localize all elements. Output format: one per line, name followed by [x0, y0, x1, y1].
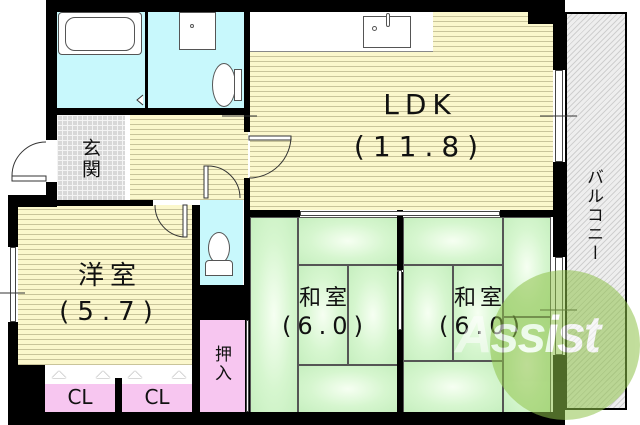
wall: [8, 322, 18, 425]
western-room-name: 洋室: [77, 261, 142, 291]
wall: [145, 12, 148, 110]
ldk-name: LDK: [383, 88, 457, 121]
wall: [115, 378, 122, 412]
wall: [397, 210, 403, 270]
wall: [192, 205, 200, 412]
wall: [528, 12, 553, 24]
japanese-room-2-size: (6.0): [439, 312, 526, 340]
wall: [250, 210, 300, 217]
sink-icon: [363, 13, 411, 48]
wall: [8, 195, 57, 207]
closet-2: [122, 380, 192, 412]
wall: [57, 108, 247, 115]
japanese-room-1-name: 和室: [298, 286, 351, 311]
window: [10, 247, 16, 322]
ldk-size: (11.8): [353, 130, 487, 163]
wall: [57, 200, 153, 206]
sliding-door: [300, 211, 500, 216]
wall: [244, 178, 250, 320]
wall: [46, 182, 57, 207]
sliding-door: [398, 270, 402, 330]
wall: [244, 12, 250, 132]
closet-2-label: CL: [144, 385, 170, 409]
toilet-icon: [212, 63, 242, 108]
japanese-room-1-size: (6.0): [282, 312, 369, 340]
oshiire-closet: [200, 320, 245, 415]
closet-door-icon: [52, 371, 66, 378]
closet-door-icon: [96, 371, 110, 378]
wall: [500, 210, 553, 217]
japanese-room-2-name: 和室: [453, 286, 506, 311]
closet-1-label: CL: [67, 385, 93, 409]
entrance-floor: [57, 115, 125, 200]
oshiire-label: 押入: [211, 345, 231, 383]
wall: [553, 162, 565, 257]
wall: [46, 0, 57, 140]
balcony-label: バルコニー: [583, 168, 603, 263]
wall: [46, 0, 564, 12]
western-room: [18, 205, 194, 365]
closet-door-icon: [128, 371, 142, 378]
closet-1: [45, 380, 115, 412]
washing-machine-icon: [179, 12, 216, 50]
wall: [553, 0, 565, 70]
western-room-size: (5.7): [59, 297, 161, 327]
wall: [8, 195, 18, 247]
wall: [200, 285, 245, 320]
closet-door-icon: [172, 371, 186, 378]
wall: [18, 365, 45, 412]
hallway: [130, 115, 248, 200]
bathtub-icon: [58, 12, 142, 55]
entrance-label: 玄関: [79, 138, 101, 180]
wall: [8, 412, 565, 425]
japanese-room-2: [403, 217, 551, 413]
wall: [397, 272, 403, 412]
toilet-icon: [205, 232, 233, 277]
sliding-door: [246, 320, 249, 412]
